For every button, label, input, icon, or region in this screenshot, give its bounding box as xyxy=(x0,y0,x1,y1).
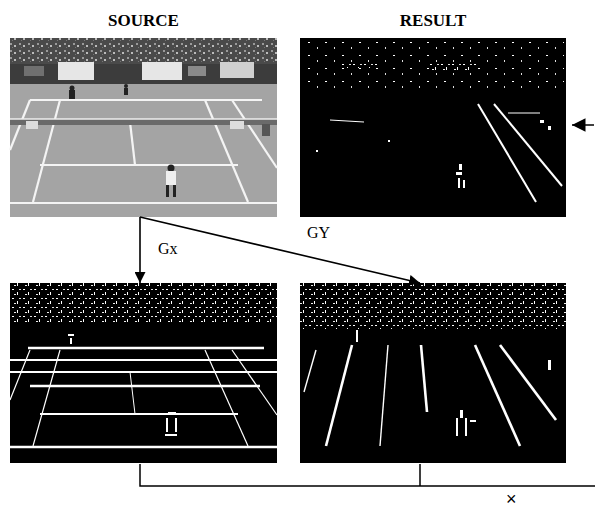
image-panel: SOURCE xyxy=(10,6,277,217)
output-arrow xyxy=(572,124,594,126)
image-panel xyxy=(10,283,277,463)
combine-bracket xyxy=(140,464,595,486)
combine-symbol: × xyxy=(506,489,517,509)
gradient-arrow xyxy=(139,217,141,283)
image-panel: RESULT xyxy=(300,6,566,217)
gradient-x-image xyxy=(10,283,277,463)
gradient-y-image xyxy=(300,283,566,463)
operator-label: Gx xyxy=(156,240,180,258)
panel-heading: RESULT xyxy=(300,6,566,32)
gradient-arrow xyxy=(140,217,420,283)
image-panel xyxy=(300,283,566,463)
result-image xyxy=(300,38,566,217)
panel-heading: SOURCE xyxy=(10,6,277,32)
operator-label: GY xyxy=(305,224,332,242)
source-photo xyxy=(10,38,277,217)
